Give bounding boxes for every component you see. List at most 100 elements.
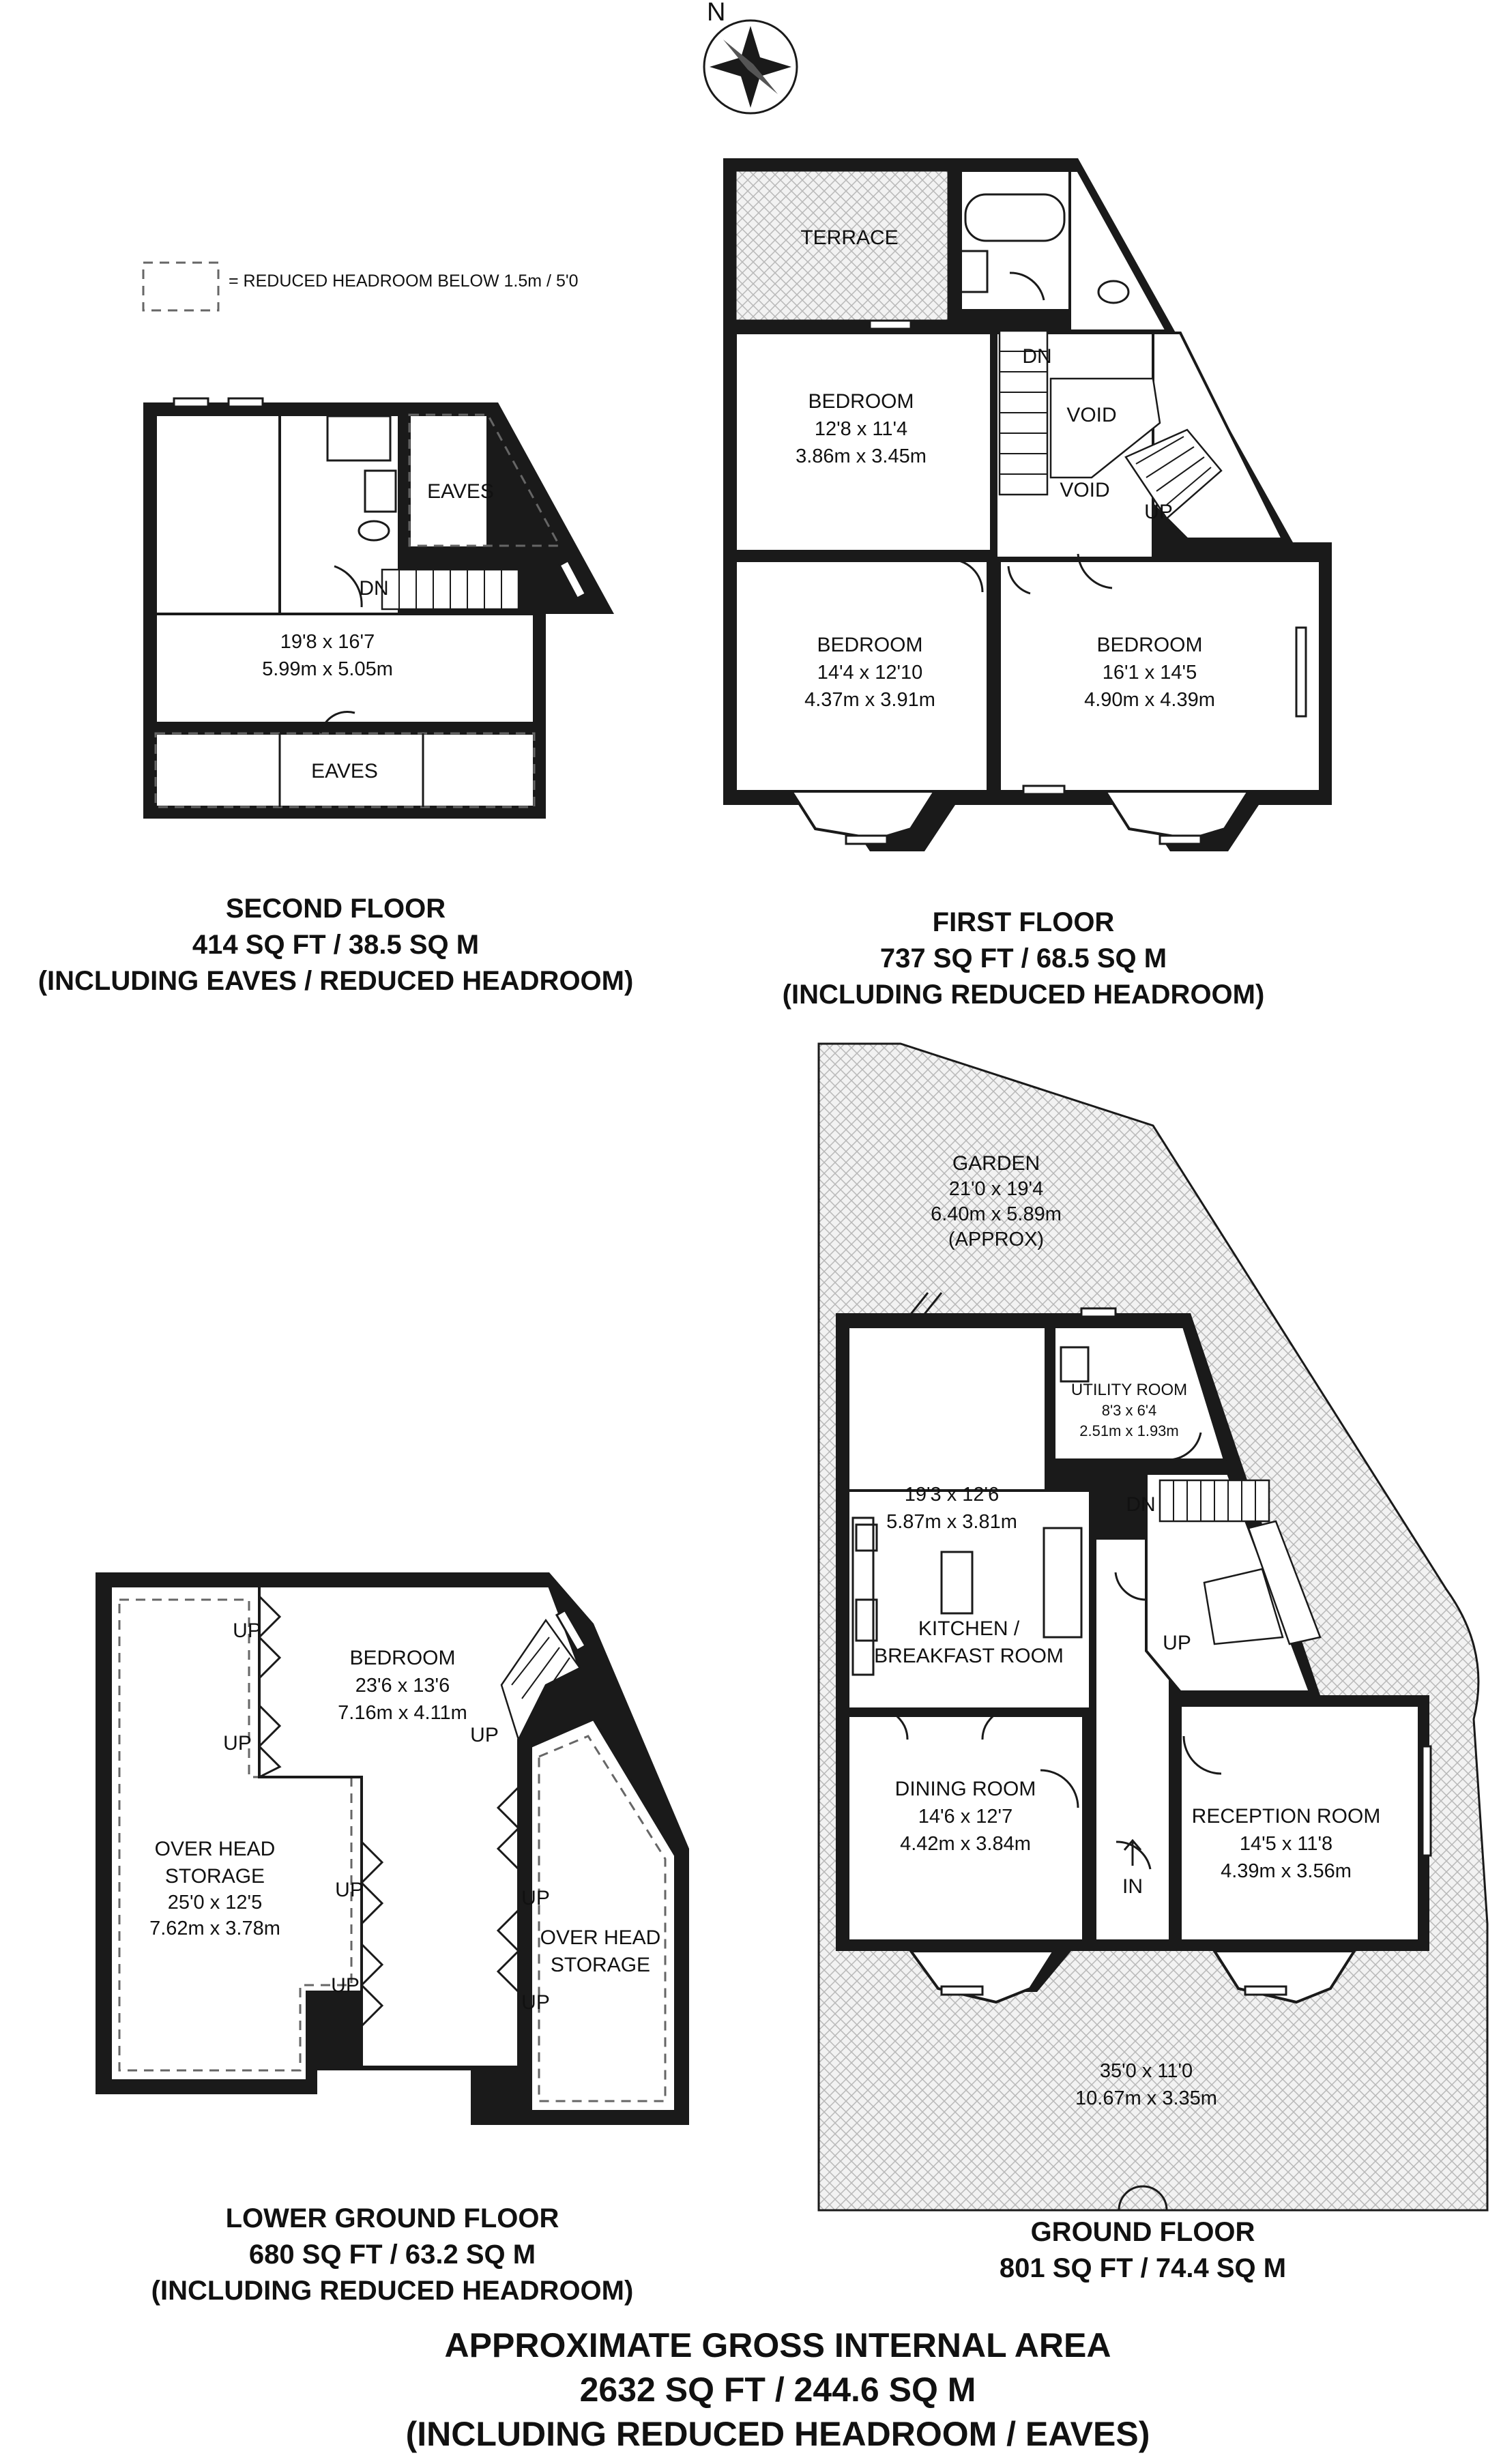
lower-ground-bedroom-imperial: 23'6 x 13'6 <box>355 1675 450 1697</box>
ground-floor-entrance-label: IN <box>1122 1875 1143 1898</box>
second-floor-dn-label: DN <box>359 577 388 600</box>
first-floor-bedroom-b-name: BEDROOM <box>817 634 922 656</box>
second-floor-eaves-top-label: EAVES <box>427 480 494 503</box>
first-floor-bedroom-a-metric: 3.86m x 3.45m <box>796 445 927 467</box>
lower-ground-up-1: UP <box>233 1619 261 1642</box>
second-floor-room-metric: 5.99m x 5.05m <box>262 658 393 680</box>
first-floor-up-label: UP <box>1144 501 1173 523</box>
first-floor-bedroom-a <box>734 332 993 553</box>
lower-ground-up-2: UP <box>223 1732 252 1755</box>
ground-floor-dining-name: DINING ROOM <box>895 1778 1036 1800</box>
ground-floor-front-imperial: 35'0 x 11'0 <box>1100 2060 1193 2082</box>
lower-ground-area: 680 SQ FT / 63.2 SQ M <box>249 2240 536 2270</box>
lower-ground-storage-b-name-1: OVER HEAD <box>540 1926 661 1949</box>
lower-ground-bedroom-name: BEDROOM <box>349 1647 455 1669</box>
lower-ground-storage-b-name-2: STORAGE <box>551 1954 650 1976</box>
ground-floor-dining-metric: 4.42m x 3.84m <box>900 1833 1031 1855</box>
lower-ground-title: LOWER GROUND FLOOR <box>226 2203 559 2233</box>
ground-floor-garden-note: (APPROX) <box>948 1229 1044 1250</box>
first-floor-terrace-label: TERRACE <box>800 226 898 249</box>
first-floor-bedroom-c <box>998 559 1322 793</box>
legend-text: = REDUCED HEADROOM BELOW 1.5m / 5'0 <box>229 272 579 291</box>
first-floor-area: 737 SQ FT / 68.5 SQ M <box>880 943 1167 973</box>
ground-floor-reception-name: RECEPTION ROOM <box>1192 1805 1381 1828</box>
legend-swatch <box>142 261 220 312</box>
second-floor-eaves-bottom-label: EAVES <box>311 760 378 782</box>
second-floor-plan: EAVES DN 19'8 x 16'7 5.99m x 5.05m EAVES <box>143 397 614 819</box>
ground-floor-front-metric: 10.67m x 3.35m <box>1075 2087 1217 2109</box>
second-floor-room-imperial: 19'8 x 16'7 <box>280 631 375 653</box>
ground-floor-utility-imperial: 8'3 x 6'4 <box>1102 1402 1157 1419</box>
ground-floor-caption: GROUND FLOOR 801 SQ FT / 74.4 SQ M <box>1000 2217 1286 2283</box>
compass-north-label: N <box>707 0 725 27</box>
first-floor-note: (INCLUDING REDUCED HEADROOM) <box>783 980 1265 1010</box>
first-floor-terrace <box>734 169 950 322</box>
lower-ground-storage-a-name-2: STORAGE <box>165 1865 265 1888</box>
ground-floor-utility-metric: 2.51m x 1.93m <box>1079 1422 1179 1439</box>
second-floor-stairs <box>381 568 520 611</box>
lower-ground-floor-plan: BEDROOM 23'6 x 13'6 7.16m x 4.11m UP UP … <box>96 1572 689 2125</box>
ground-floor-utility-room <box>1053 1325 1227 1461</box>
first-floor-plan: TERRACE DN VOID VOID UP BEDROOM 12'8 x 1… <box>723 158 1332 851</box>
total-title: APPROXIMATE GROSS INTERNAL AREA <box>445 2326 1111 2364</box>
legend: = REDUCED HEADROOM BELOW 1.5m / 5'0 <box>142 261 579 312</box>
ground-floor-utility-name: UTILITY ROOM <box>1071 1381 1187 1399</box>
first-floor-bedroom-a-name: BEDROOM <box>808 390 914 413</box>
first-floor-bedroom-a-imperial: 12'8 x 11'4 <box>815 418 907 440</box>
ground-floor-kitchen-metric: 5.87m x 3.81m <box>886 1511 1017 1533</box>
lower-ground-up-6: UP <box>521 1887 550 1909</box>
ground-floor-title: GROUND FLOOR <box>1031 2217 1255 2247</box>
ground-floor-kitchen <box>847 1489 1092 1710</box>
ground-floor-reception-metric: 4.39m x 3.56m <box>1221 1860 1352 1882</box>
ground-floor-kitchen-top <box>847 1325 1047 1492</box>
first-floor-void-a: VOID <box>1066 404 1116 426</box>
ground-floor-kitchen-name-1: KITCHEN / <box>918 1617 1020 1640</box>
ground-floor-kitchen-imperial: 19'3 x 12'6 <box>905 1484 999 1506</box>
first-floor-dn-label: DN <box>1022 345 1051 368</box>
ground-floor-plan: GARDEN 21'0 x 19'4 6.40m x 5.89m (APPROX… <box>817 1042 1489 2212</box>
second-floor-caption: SECOND FLOOR 414 SQ FT / 38.5 SQ M (INCL… <box>38 894 634 996</box>
lower-ground-bedroom-metric: 7.16m x 4.11m <box>338 1702 467 1724</box>
first-floor-caption: FIRST FLOOR 737 SQ FT / 68.5 SQ M (INCLU… <box>783 907 1265 1010</box>
ground-floor-garden-imperial: 21'0 x 19'4 <box>949 1178 1043 1200</box>
lower-ground-up-3: UP <box>470 1724 499 1746</box>
first-floor-stairs <box>998 329 1223 520</box>
total-area-value: 2632 SQ FT / 244.6 SQ M <box>580 2371 976 2409</box>
ground-floor-dining-room <box>847 1714 1085 1942</box>
ground-floor-dining-imperial: 14'6 x 12'7 <box>918 1806 1012 1828</box>
second-floor-title: SECOND FLOOR <box>226 894 446 924</box>
lower-ground-up-4: UP <box>335 1879 364 1901</box>
ground-floor-reception-room <box>1179 1704 1420 1942</box>
lower-ground-storage-a-metric: 7.62m x 3.78m <box>149 1918 280 1939</box>
lower-ground-up-5: UP <box>331 1974 360 1997</box>
first-floor-bedroom-b-metric: 4.37m x 3.91m <box>804 689 935 711</box>
first-floor-bedroom-c-name: BEDROOM <box>1096 634 1202 656</box>
lower-ground-note: (INCLUDING REDUCED HEADROOM) <box>151 2276 634 2306</box>
lower-ground-floor-caption: LOWER GROUND FLOOR 680 SQ FT / 63.2 SQ M… <box>151 2203 634 2306</box>
total-area: APPROXIMATE GROSS INTERNAL AREA 2632 SQ … <box>406 2326 1150 2453</box>
ground-floor-garden-name: GARDEN <box>952 1152 1040 1175</box>
lower-ground-storage-a-imperial: 25'0 x 12'5 <box>168 1892 262 1913</box>
lower-ground-up-7: UP <box>521 1991 550 2014</box>
ground-floor-kitchen-name-2: BREAKFAST ROOM <box>874 1645 1064 1667</box>
second-floor-note: (INCLUDING EAVES / REDUCED HEADROOM) <box>38 966 634 996</box>
ground-floor-dn-label: DN <box>1126 1493 1155 1516</box>
first-floor-bedroom-b <box>734 559 989 793</box>
first-floor-title: FIRST FLOOR <box>933 907 1115 937</box>
second-floor-area: 414 SQ FT / 38.5 SQ M <box>192 930 479 960</box>
total-note: (INCLUDING REDUCED HEADROOM / EAVES) <box>406 2415 1150 2453</box>
ground-floor-garden-metric: 6.40m x 5.89m <box>931 1203 1062 1225</box>
compass: N <box>703 0 798 115</box>
ground-floor-reception-imperial: 14'5 x 11'8 <box>1240 1833 1332 1855</box>
ground-floor-area: 801 SQ FT / 74.4 SQ M <box>1000 2253 1286 2283</box>
ground-floor-stairs <box>1158 1479 1322 1645</box>
first-floor-bedroom-c-imperial: 16'1 x 14'5 <box>1103 662 1197 684</box>
entrance-arrow-icon <box>1123 1838 1142 1866</box>
lower-ground-stairs <box>500 1618 581 1742</box>
ground-floor-up-label: UP <box>1163 1632 1191 1654</box>
lower-ground-storage-a-name-1: OVER HEAD <box>155 1838 276 1860</box>
first-floor-bedroom-b-imperial: 14'4 x 12'10 <box>817 662 923 684</box>
first-floor-bedroom-c-metric: 4.90m x 4.39m <box>1084 689 1215 711</box>
first-floor-void-b: VOID <box>1060 479 1109 501</box>
